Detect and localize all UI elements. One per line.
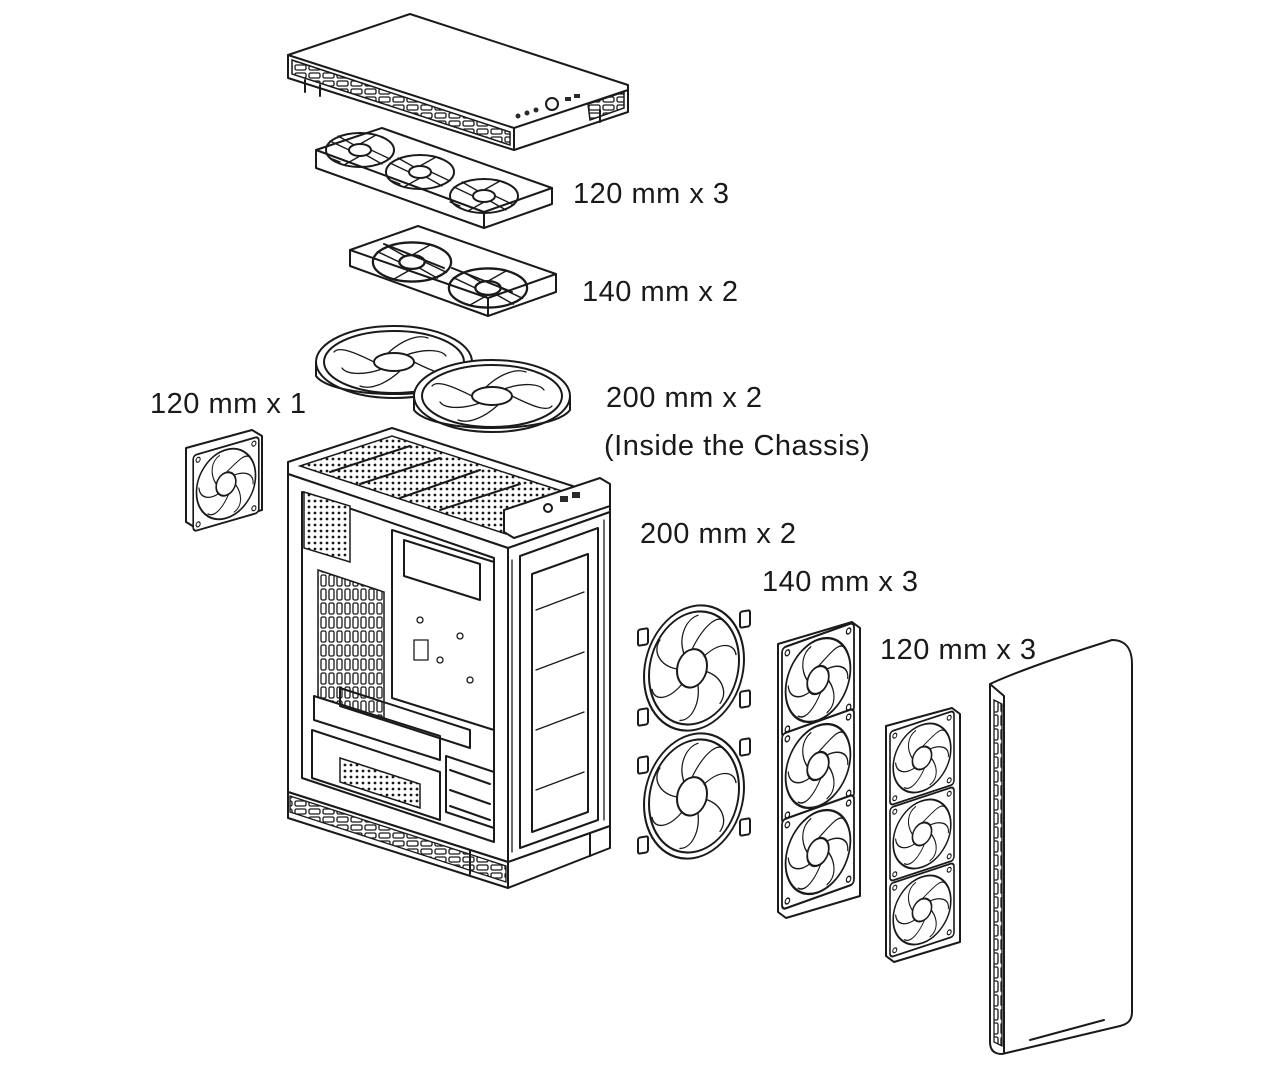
label-top-200-note: (Inside the Chassis) <box>604 430 871 462</box>
label-top-120: 120 mm x 3 <box>573 178 730 210</box>
label-top-200: 200 mm x 2 <box>606 382 763 414</box>
top-fans-140-tray <box>349 225 557 317</box>
label-front-120: 120 mm x 3 <box>880 634 1037 666</box>
top-fans-120-tray <box>315 127 553 229</box>
label-front-200: 200 mm x 2 <box>640 518 797 550</box>
label-top-140: 140 mm x 2 <box>582 276 739 308</box>
label-front-140: 140 mm x 3 <box>762 566 919 598</box>
rear-fan-120 <box>185 429 263 533</box>
front-panel <box>989 639 1133 1055</box>
top-fans-200 <box>315 325 571 433</box>
front-fans-120 <box>885 707 961 963</box>
chassis <box>287 427 611 889</box>
front-fans-140 <box>777 621 861 919</box>
front-fans-200 <box>636 595 752 869</box>
label-rear-120: 120 mm x 1 <box>150 388 307 420</box>
top-panel <box>287 13 629 151</box>
